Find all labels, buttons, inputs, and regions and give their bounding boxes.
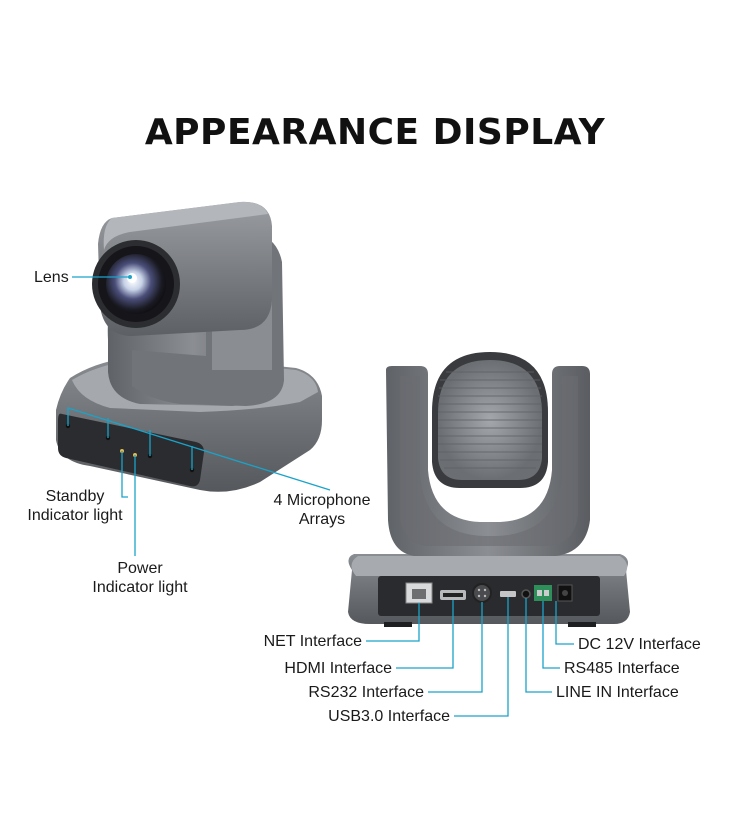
line-in-port [521, 589, 531, 599]
rs232-callout [428, 602, 483, 693]
front-panel [58, 413, 204, 487]
net-callout [366, 603, 420, 642]
mic-label-line2: Arrays [298, 511, 346, 528]
lens-glass [106, 254, 166, 314]
rs232-port [472, 583, 492, 603]
standby-label-line2: Indicator light [27, 507, 123, 524]
rs485-label: RS485 Interface [564, 660, 680, 677]
page-title: APPEARANCE DISPLAY [144, 112, 606, 153]
standby-label-line1: Standby [45, 488, 105, 505]
usb-port [500, 591, 516, 597]
line-in-label: LINE IN Interface [556, 684, 679, 701]
mic-callout [67, 407, 331, 491]
back-u-arm [386, 366, 590, 556]
rs485-port [534, 585, 552, 601]
usb-label: USB3.0 Interface [328, 708, 450, 725]
rs232-label: RS232 Interface [308, 684, 424, 701]
front-camera [56, 201, 322, 492]
line-in-callout [525, 598, 552, 693]
mic-label: 4 Microphone Arrays [262, 491, 382, 529]
dc-callout [555, 601, 574, 645]
mic-label-line1: 4 Microphone [273, 492, 371, 509]
power-label-line2: Indicator light [92, 579, 188, 596]
standby-label: Standby Indicator light [20, 487, 130, 525]
hdmi-label: HDMI Interface [284, 660, 392, 677]
standby-callout [121, 451, 128, 498]
hdmi-callout [396, 600, 454, 669]
callout-lines [67, 275, 574, 717]
usb-callout [454, 597, 509, 717]
power-label-line1: Power [117, 560, 163, 577]
lens-label: Lens [34, 269, 69, 286]
dc-label: DC 12V Interface [578, 636, 701, 653]
rs485-callout [542, 601, 560, 669]
power-label: Power Indicator light [80, 559, 200, 597]
back-camera [348, 352, 630, 627]
net-label: NET Interface [263, 633, 362, 650]
